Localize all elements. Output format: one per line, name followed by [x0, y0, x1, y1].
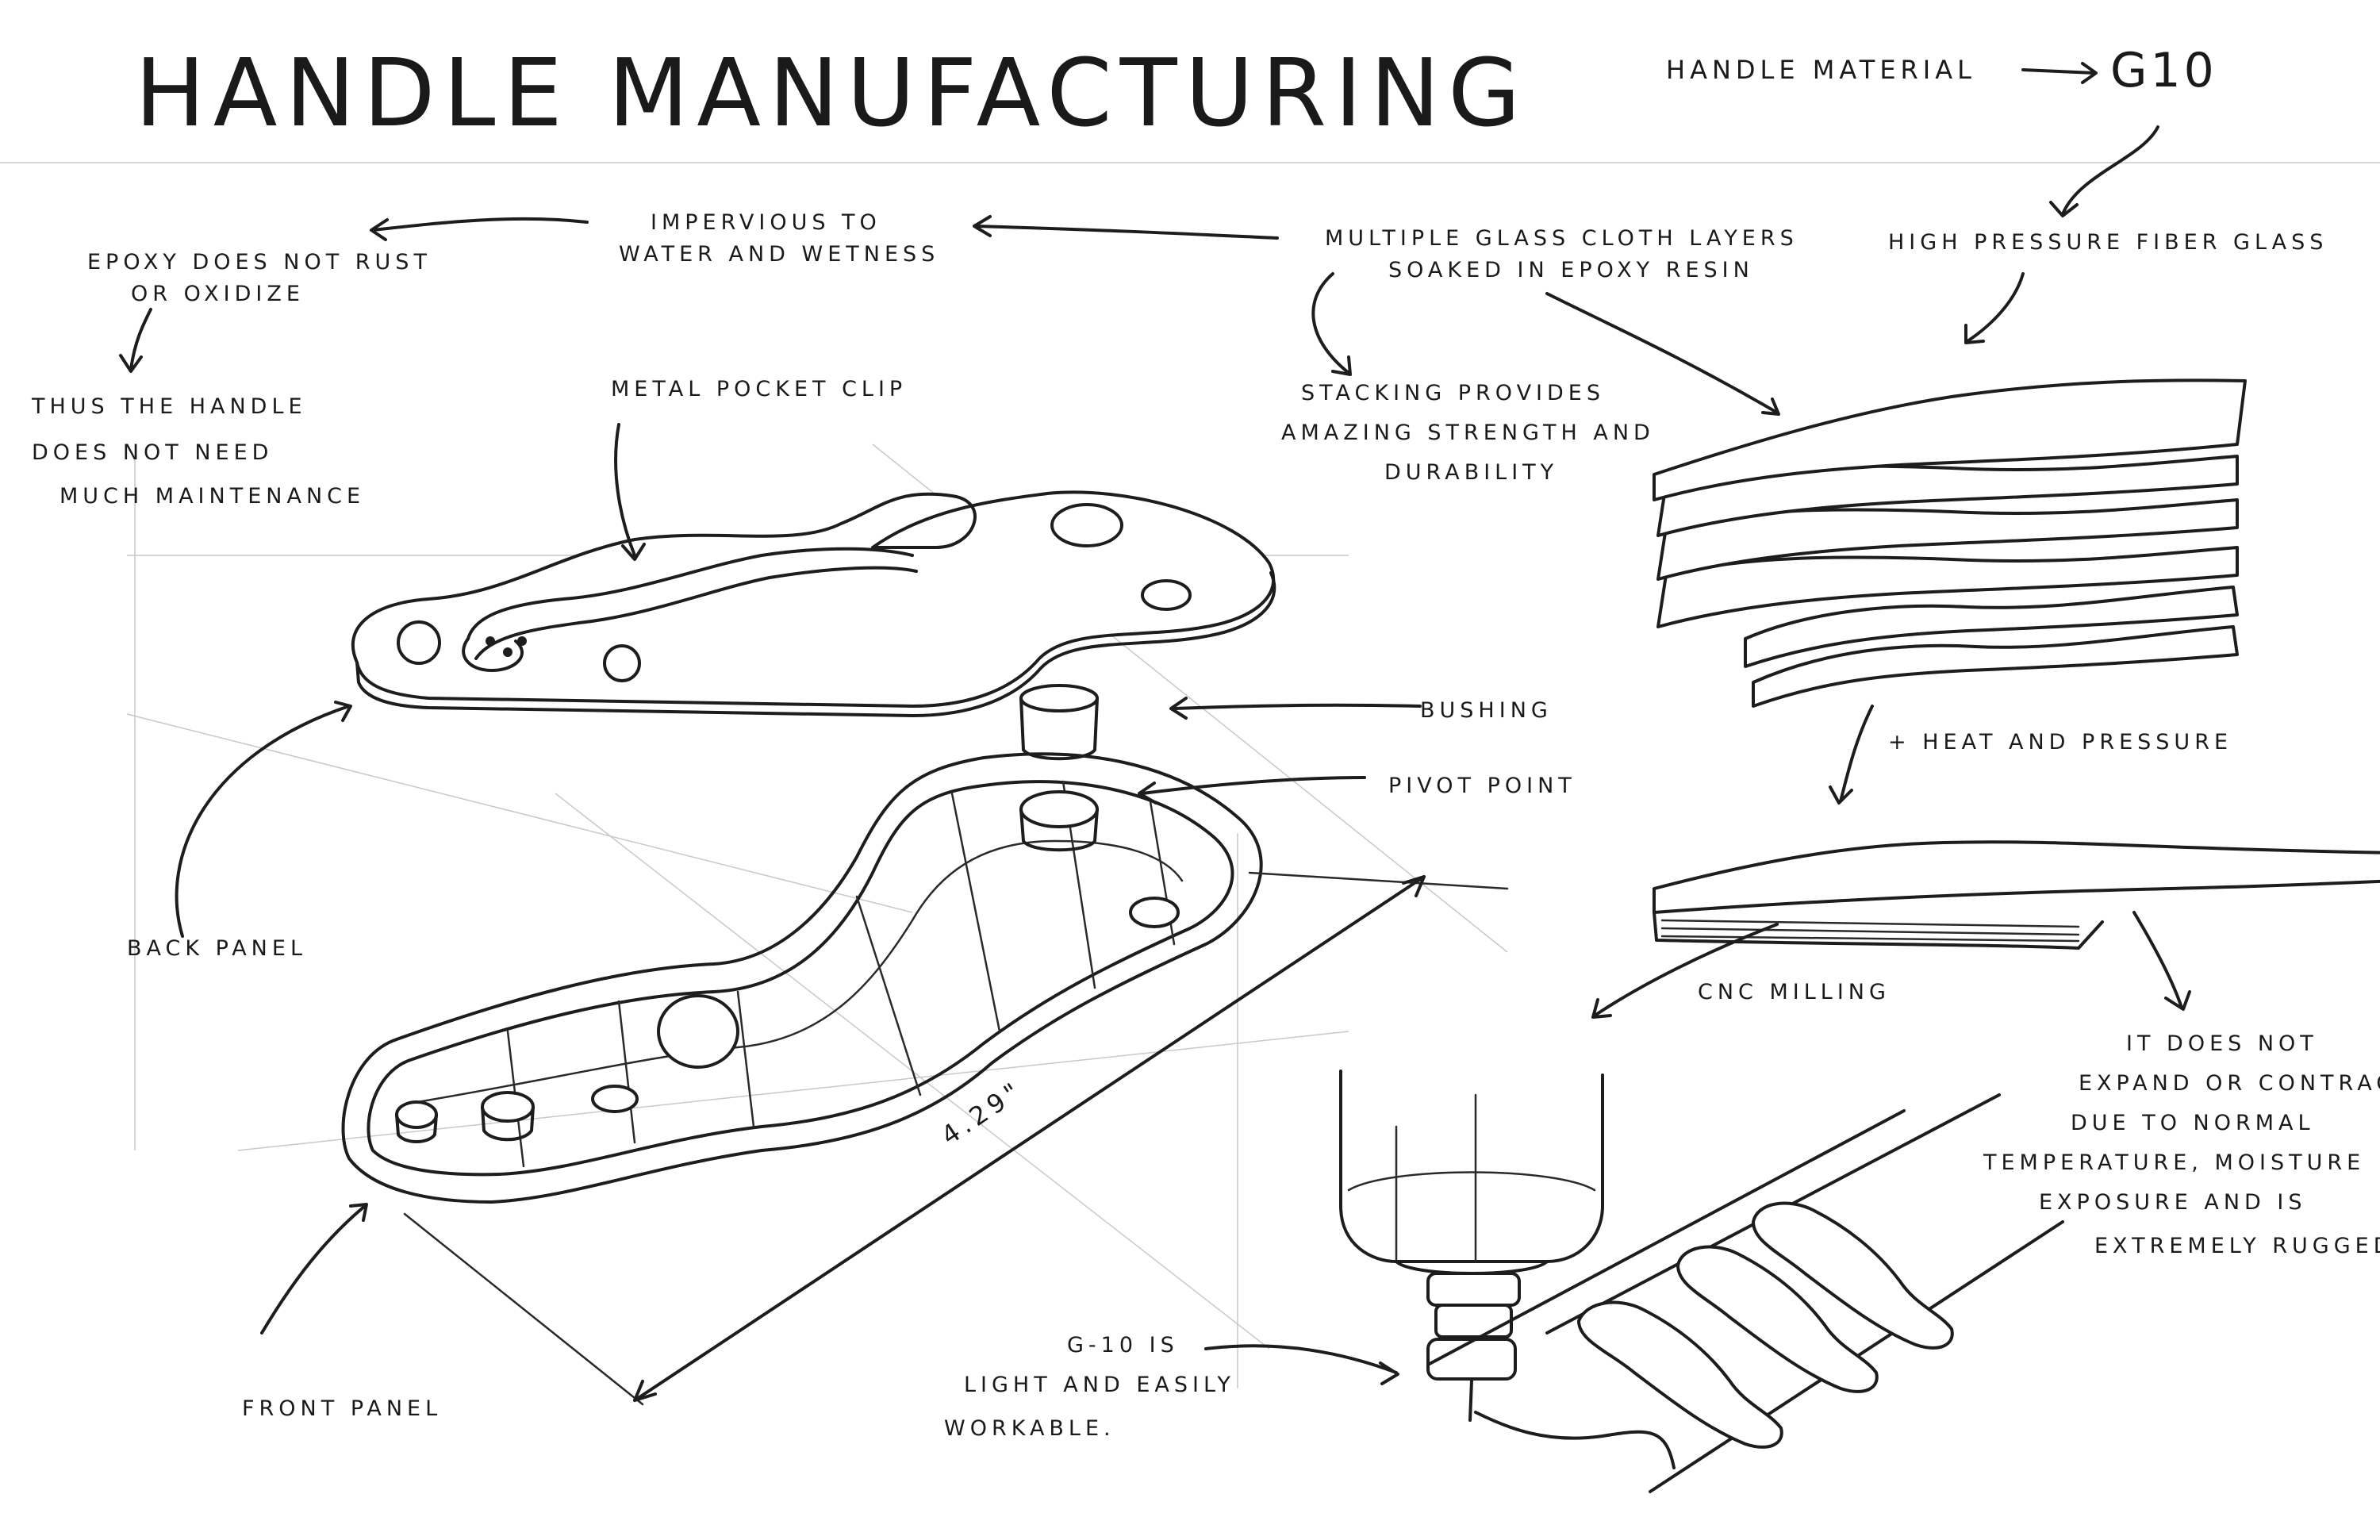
stacking-note-1: Stacking provides: [1301, 381, 1605, 405]
page-title: Handle Manufacturing: [135, 38, 1529, 148]
material-value: G10: [2110, 43, 2217, 98]
screw-hole-icon: [1141, 579, 1192, 611]
maintenance-note-3: much maintenance: [60, 484, 366, 509]
screw-hole-icon: [1129, 897, 1180, 928]
cnc-spindle-drawing: [1339, 1070, 1676, 1469]
pocket-clip-drawing: [462, 547, 918, 672]
dimension-line: [403, 871, 1509, 1406]
back-panel-shape: [351, 490, 1276, 708]
screw-hole-icon: [1050, 503, 1123, 547]
expand-note-5: exposure and is: [2039, 1190, 2307, 1215]
laminated-slab: [1653, 840, 2380, 950]
handle-blank: [1676, 1245, 1879, 1393]
handle-blank: [1577, 1300, 1783, 1449]
epoxy-note-1: Epoxy does not rust: [87, 250, 432, 275]
bushing-drawing: [1019, 684, 1099, 761]
screw-hole-icon: [481, 1091, 535, 1123]
workable-note-2: light and easily: [964, 1373, 1235, 1397]
pivot-hole-icon: [1019, 790, 1099, 828]
milled-parts: [1426, 1093, 2064, 1493]
layers-note-2: soaked in epoxy resin: [1388, 258, 1754, 282]
layers-note-1: Multiple glass cloth layers: [1325, 226, 1798, 251]
screw-hole-icon: [591, 1085, 639, 1113]
impervious-note-2: water and wetness: [619, 242, 940, 267]
handle-blank: [1752, 1201, 1954, 1350]
back-panel-label: Back panel: [127, 936, 307, 961]
impervious-note-1: Impervious to: [651, 210, 881, 235]
maintenance-note-2: does not need: [32, 440, 274, 465]
heat-note: + Heat and pressure: [1888, 730, 2233, 755]
annotation-arrows: [119, 62, 2191, 1385]
expand-note-2: expand or contract: [2079, 1071, 2380, 1096]
bushing-label: Bushing: [1420, 698, 1553, 723]
stacking-note-3: durability: [1384, 460, 1559, 485]
expand-note-6: extremely rugged: [2094, 1234, 2380, 1258]
material-label: Handle Material: [1666, 55, 1976, 85]
cnc-note: CNC milling: [1698, 980, 1891, 1004]
back-panel-drawing: [351, 490, 1276, 717]
workable-note-3: workable.: [944, 1416, 1115, 1441]
stacking-note-2: amazing strength and: [1281, 421, 1655, 445]
high-pressure-note: High pressure fiber glass: [1888, 230, 2328, 255]
screw-hole-icon: [397, 620, 441, 665]
expand-note-3: due to normal: [2071, 1111, 2315, 1135]
expand-note-4: temperature, moisture: [1983, 1150, 2366, 1175]
pivot-label: Pivot point: [1388, 774, 1576, 798]
glass-cloth-stack: [1653, 378, 2247, 708]
clip-label: Metal pocket clip: [611, 377, 908, 401]
front-panel-outer: [341, 752, 1263, 1204]
epoxy-note-2: or oxidize: [131, 282, 305, 306]
front-panel-drawing: [341, 752, 1263, 1204]
screw-hole-icon: [603, 644, 641, 682]
workable-note-1: G-10 is: [1067, 1333, 1179, 1358]
screw-hole-icon: [657, 994, 739, 1069]
expand-note-1: It does not: [2126, 1031, 2318, 1056]
screw-hole-icon: [395, 1100, 438, 1129]
maintenance-note-1: Thus the handle: [32, 394, 307, 419]
front-panel-label: Front panel: [242, 1396, 443, 1421]
